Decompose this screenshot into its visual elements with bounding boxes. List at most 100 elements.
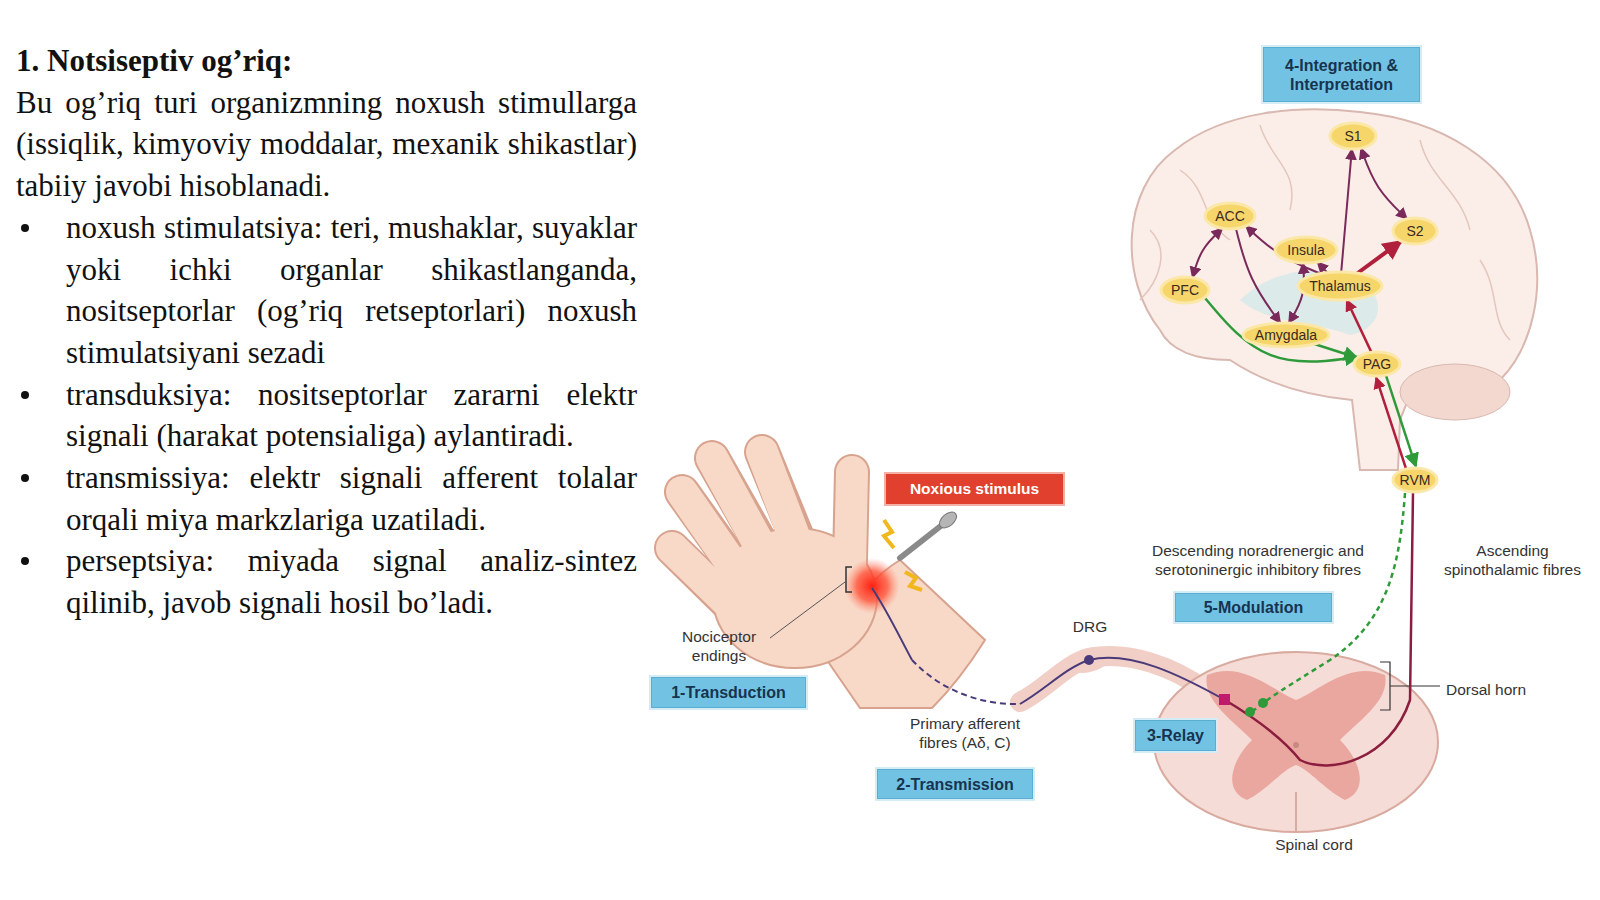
region-oval [1298,272,1382,300]
connector-arrow [1236,229,1280,323]
connector-arrow [1347,300,1372,353]
spinothalamic-tract [1225,493,1413,765]
node-text: Thalamus [1309,278,1370,294]
connector-arrow [1341,149,1352,272]
pain-flash [905,572,922,590]
stage-box: 4-Integration & Interpretation [1263,47,1420,102]
injury-spot [844,558,900,614]
stage-box: Noxious stimulus [886,474,1063,504]
brain-region: PAG [1354,352,1400,376]
node-text: Insula [1287,242,1324,258]
body-text: perseptsiya: miyada signal analiz-sintez… [66,543,637,620]
brain-outline [1132,109,1538,470]
text-column: 1. Notsiseptiv og’riq:Bu og’riq turi org… [16,40,637,624]
connector-arrow [1314,344,1357,358]
body-text: Bu og’riq turi organizmning noxush stimu… [16,85,637,203]
bullet-dot [21,474,29,482]
paragraph: Bu og’riq turi organizmning noxush stimu… [16,82,637,207]
bullet-item: noxush stimulatsiya: teri, mushaklar, su… [16,207,637,374]
body-text: transmissiya: elektr signali afferent to… [66,460,637,537]
bullet-dot [21,557,29,565]
part-label: Primary afferent fibres (Aδ, C) [895,714,1035,752]
stage-box: 2-Transmission [877,769,1033,799]
stage-box: 1-Transduction [651,677,806,708]
tack-head [936,509,959,531]
connector-arrow [1361,148,1407,219]
part-label: Descending noradrenergic and serotoniner… [1118,541,1398,579]
region-oval [1243,323,1329,347]
drg-ganglion [1065,643,1114,678]
afferent-fibre [1020,658,1225,704]
stage-box: 3-Relay [1135,720,1216,751]
node-text: Noxious stimulus [910,480,1039,498]
node-text: S2 [1406,223,1423,239]
connector-arrow [1376,377,1406,469]
region-oval [1161,277,1209,303]
fissure [1295,792,1297,832]
region-oval [1393,218,1437,244]
brain-region: S1 [1330,123,1376,149]
region-oval [1330,123,1376,149]
tack-body [900,525,942,558]
region-oval [1275,237,1337,263]
brain-region: Thalamus [1298,272,1382,300]
part-label: Nociceptor endings [669,627,769,665]
gray-matter [1206,671,1385,800]
connector-arrow [1193,228,1223,277]
gyrus-line [1420,140,1470,230]
node-text: S1 [1344,128,1361,144]
bullet-dot [21,224,29,232]
gyrus-line [1260,125,1292,210]
brain-region: RVM [1393,468,1437,492]
node-text: 2-Transmission [896,775,1013,794]
part-label: Ascending spinothalamic fibres [1430,541,1595,579]
body-text: transduksiya: nositseptorlar zararni ele… [66,377,637,454]
node-text: Amygdala [1255,327,1317,343]
node-text: 4-Integration & Interpretation [1264,56,1419,94]
node-text: PAG [1363,356,1392,372]
connector-arrow [1357,241,1401,273]
synapse [1258,698,1268,708]
body-text: noxush stimulatsiya: teri, mushaklar, su… [66,210,637,370]
bullet-item: transduksiya: nositseptorlar zararni ele… [16,374,637,457]
afferent-fibre [872,588,912,660]
afferent-fibre [912,660,1020,704]
connector-arrow [1205,298,1359,362]
bullet-dot [21,391,29,399]
brain-region: S2 [1393,218,1437,244]
region-oval [1393,468,1437,492]
leader-line [770,582,845,638]
slide-title: 1. Notsiseptiv og’riq: [16,40,637,82]
part-label: Dorsal horn [1446,680,1556,699]
part-label: DRG [1068,617,1112,636]
node-text: ACC [1215,208,1245,224]
synapse [1219,694,1230,705]
node-text: 1-Transduction [671,683,786,702]
part-label: Spinal cord [1259,835,1369,854]
central-canal [1293,742,1299,748]
bracket [846,567,852,592]
finger [672,548,738,612]
node-text: 5-Modulation [1204,598,1304,617]
drg-cell [1084,655,1094,665]
stage-box: 5-Modulation [1175,593,1332,622]
brain-region: ACC [1205,203,1255,229]
gyrus-line [1480,260,1510,340]
brain-region: Amygdala [1243,323,1329,347]
pain-flash [884,520,894,548]
bullet-item: perseptsiya: miyada signal analiz-sintez… [16,540,637,623]
region-oval [1205,203,1255,229]
node-text: 3-Relay [1147,726,1204,745]
node-text: RVM [1400,472,1431,488]
cerebellum [1400,364,1510,420]
gyrus-line [1140,230,1161,300]
connector-arrow [1317,262,1327,273]
region-oval [1354,352,1400,376]
thumb [850,472,852,565]
brain-region: Insula [1275,237,1337,263]
brain-region: PFC [1161,277,1209,303]
bullet-item: transmissiya: elektr signali afferent to… [16,457,637,540]
node-text: PFC [1171,282,1199,298]
synapse [1245,707,1255,717]
